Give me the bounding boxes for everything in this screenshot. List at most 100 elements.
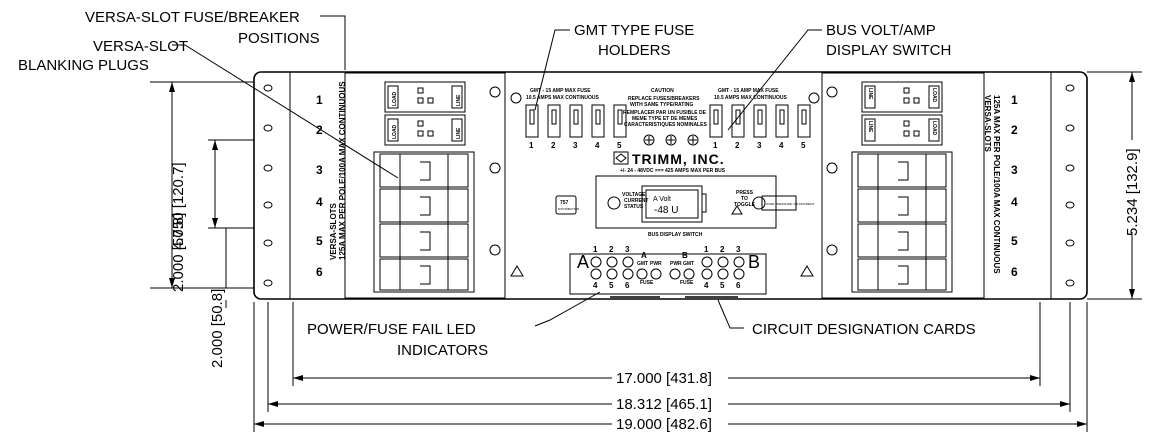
ear-hole-icon — [263, 201, 273, 209]
left-versa-slot-module — [344, 72, 506, 299]
right-breaker-holder-1[interactable]: LINE LOAD — [861, 81, 943, 113]
holder-frame — [861, 114, 943, 146]
dim-overall-height-left — [150, 81, 254, 289]
left-blanking-plugs — [373, 151, 475, 293]
blanking-frame — [851, 151, 953, 293]
front-panel-outline — [253, 71, 1088, 300]
right-blanking-plugs — [851, 151, 953, 293]
fuse-number: 2 — [551, 141, 556, 150]
screw-icon — [687, 134, 699, 146]
line-label: LINE — [456, 127, 462, 139]
ground-symbol-icon — [510, 265, 524, 277]
slot-number: 2 — [1011, 123, 1018, 137]
ear-hole-icon — [263, 279, 273, 287]
bus-a-label: A — [577, 252, 589, 272]
status-label: STATUS — [624, 204, 644, 210]
led-number: 2 — [609, 245, 614, 254]
fuse-number: 2 — [735, 141, 740, 150]
right-module-screws — [826, 86, 838, 256]
holder-frame — [384, 114, 466, 146]
dim-label-mask — [1124, 140, 1141, 232]
screw-icon — [826, 162, 838, 174]
left-breaker-holder-2[interactable]: LOAD LINE — [384, 114, 466, 146]
right-breaker-holder-2[interactable]: LINE LOAD — [861, 114, 943, 146]
gmt-fuse-holder[interactable] — [591, 104, 605, 138]
warning-triangle-icon — [731, 205, 743, 215]
load-label: LOAD — [931, 88, 937, 103]
left-side-label-line1: VERSA-SLOTS — [329, 202, 338, 260]
callout-gmt-line1: GMT TYPE FUSE — [574, 22, 694, 39]
gmt-fuse-holder[interactable] — [525, 104, 539, 138]
fuse-icon — [713, 109, 807, 125]
led-indicator — [717, 256, 729, 268]
leader-cards — [717, 299, 744, 329]
center-screws — [643, 134, 699, 146]
blanking-plug[interactable] — [857, 223, 947, 258]
display-module-frame — [595, 175, 777, 229]
right-side-label-line1: 125A MAX PER POLE/100A MAX CONTINUOUS — [992, 95, 1001, 274]
slot-number: 1 — [1011, 93, 1018, 107]
load-label: LOAD — [392, 124, 398, 139]
adjust-port[interactable] — [761, 195, 797, 211]
fuse-icon — [529, 109, 623, 125]
screw-icon — [510, 92, 522, 104]
blanking-plug[interactable] — [379, 153, 469, 188]
display-title: A Volt — [653, 196, 671, 203]
fuse-led-label: FUSE — [680, 280, 694, 286]
fuse-number: 1 — [529, 141, 534, 150]
gmt-label-right-2: 10.5 AMPS MAX CONTINUOUS — [714, 95, 788, 101]
display-window — [641, 185, 703, 223]
screw-icon — [826, 86, 838, 98]
plug-handle-icon — [898, 161, 909, 285]
gmt-fuse-holder[interactable] — [547, 104, 561, 138]
screw-icon — [607, 196, 621, 210]
right-versa-slot-module — [821, 72, 985, 299]
led-panel-frame — [569, 253, 767, 295]
gmt-fuse-holder[interactable] — [753, 104, 767, 138]
callout-blanking-line1: VERSA-SLOT — [93, 38, 188, 55]
holder-icon — [427, 97, 434, 104]
blanking-plug[interactable] — [379, 223, 469, 258]
led-bus-label: A — [641, 251, 647, 260]
blanking-frame — [373, 151, 475, 293]
gmt-fuse-holder[interactable] — [569, 104, 583, 138]
line-label: LINE — [456, 94, 462, 106]
caution-line: MEME TYPE ET DE MEMES — [632, 116, 698, 122]
dim-label-mask — [612, 394, 728, 412]
screw-icon — [489, 244, 501, 256]
ear-hole-icon — [263, 124, 273, 132]
gmt-fuse-holder[interactable] — [613, 104, 627, 138]
caution-label: CAUTION REPLACE FUSES/BREAKERS WITH SAME… — [623, 88, 707, 128]
slot-number: 4 — [1011, 195, 1018, 209]
gmt-fuse-holder[interactable] — [775, 104, 789, 138]
holder-slot — [928, 85, 940, 109]
led-indicator — [606, 256, 618, 268]
voltage-label: VOLTAGE — [622, 192, 646, 198]
toggle-switch[interactable] — [701, 193, 707, 213]
leader-led — [534, 291, 601, 327]
blanking-plug[interactable] — [857, 153, 947, 188]
gmt-led-label: GMT — [683, 261, 694, 267]
holder-slot — [864, 118, 876, 142]
blanking-plug[interactable] — [857, 188, 947, 223]
current-label: CURRENT — [624, 198, 648, 204]
blanking-plug[interactable] — [379, 188, 469, 223]
right-side-label-line2: VERSA-SLOTS — [983, 95, 992, 153]
led-indicator — [636, 268, 648, 280]
blanking-plug[interactable] — [857, 258, 947, 291]
dim-hole-offset-label: 2.000 [50.8] — [170, 213, 187, 292]
screw-icon — [665, 134, 677, 146]
display-value: -48 U — [654, 205, 678, 216]
screw-icon — [489, 162, 501, 174]
left-breaker-holder-1[interactable]: LOAD LINE — [384, 81, 466, 113]
blanking-plug[interactable] — [379, 258, 469, 291]
led-indicator — [590, 256, 602, 268]
holder-slot — [387, 118, 399, 142]
ear-hole-icon — [263, 239, 273, 247]
logo-mark-icon — [615, 153, 627, 163]
gmt-fuse-holder[interactable] — [797, 104, 811, 138]
gmt-fuse-holder[interactable] — [709, 104, 723, 138]
right-side-label: 125A MAX PER POLE/100A MAX CONTINUOUS VE… — [983, 95, 1001, 274]
gmt-fuse-holder[interactable] — [731, 104, 745, 138]
